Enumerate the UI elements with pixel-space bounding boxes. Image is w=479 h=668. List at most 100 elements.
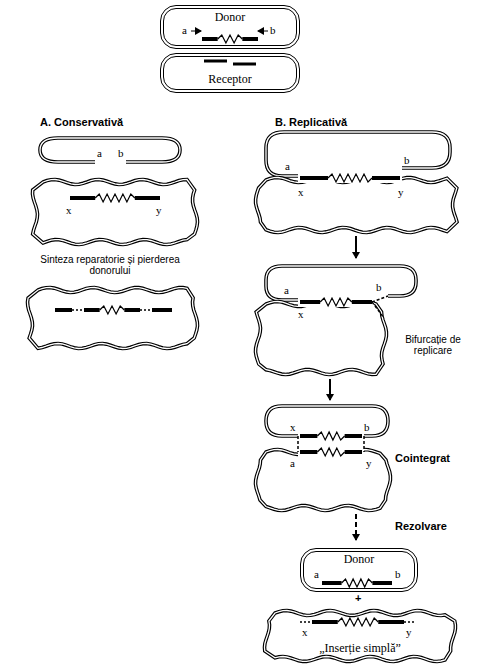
transposon-zigzag: [320, 298, 352, 306]
dna-strand: [300, 176, 328, 180]
dna-strand: [140, 309, 152, 311]
receptor-outline-inner: [265, 611, 456, 662]
donor-remnant-inner: [40, 138, 180, 162]
transposon-zigzag: [342, 579, 373, 587]
receptor-outline: [28, 288, 198, 349]
site-letter: a: [290, 457, 295, 469]
dna-strand: [372, 302, 384, 318]
donor-outline-inner: [266, 266, 416, 300]
plasmid-box: Donor: [160, 5, 300, 49]
transposon-ground: [320, 578, 394, 588]
dna-strand: [404, 621, 416, 623]
dna-strand: [202, 37, 218, 41]
dna-strand: [233, 63, 256, 66]
dna-strand: [204, 60, 227, 63]
dna-strand: [352, 300, 372, 304]
site-letter: b: [395, 568, 401, 580]
transposon-zigzag: [317, 432, 344, 440]
plasmid-box: Receptor: [160, 53, 300, 93]
site-letter: a: [182, 24, 187, 36]
dna-strand: [372, 296, 388, 302]
dna-strand: [312, 620, 338, 624]
receptor-outline-inner: [256, 302, 387, 375]
dna-strand: [300, 300, 320, 304]
dna-strand: [363, 436, 365, 452]
site-letter: b: [376, 281, 382, 293]
dna-strand: [70, 196, 95, 200]
plasmid-wavy: „Inserție simplă”: [262, 608, 458, 664]
receptor-outline: [256, 178, 457, 233]
donor-remnant: [40, 138, 180, 162]
dna-strand: [322, 581, 342, 585]
note-text: Sinteza reparatorie și pierderea donorul…: [40, 254, 180, 276]
dna-strand: [84, 308, 100, 312]
receptor-outline-inner: [256, 178, 457, 233]
transposon-ground: [298, 431, 364, 441]
transposon-ground: [298, 173, 402, 183]
site-letter: b: [118, 147, 124, 159]
plasmid-label: Donor: [342, 553, 377, 567]
dna-strand: [124, 308, 140, 312]
transposon-zigzag: [218, 35, 243, 43]
site-letter: x: [290, 421, 296, 433]
receptor-outline: [265, 611, 456, 662]
dna-strand: [297, 436, 299, 452]
direction-arrow: [258, 31, 268, 32]
transposon-zigzag: [95, 194, 135, 202]
transposon-ground: [68, 193, 162, 203]
receptor-outline-inner: [28, 288, 198, 349]
receptor-outline: [33, 180, 198, 245]
dna-strand: [372, 176, 400, 180]
receptor-outline: [256, 302, 387, 375]
plasmid-label: Receptor: [206, 73, 253, 87]
site-letter: y: [406, 626, 412, 638]
dna-strand: [300, 434, 317, 438]
transposon-ground: [298, 297, 374, 307]
note-text: Bifurcație de replicare: [392, 334, 474, 356]
transposon-ground: [82, 305, 142, 315]
step-label: Cointegrat: [395, 452, 450, 464]
step-label: A. Conservativă: [40, 116, 123, 128]
dna-strand: [345, 450, 362, 454]
site-letter: b: [364, 421, 370, 433]
site-letter: x: [66, 204, 72, 216]
dna-strand: [135, 196, 160, 200]
site-letter: y: [398, 186, 404, 198]
dna-strand: [242, 37, 258, 41]
donor-outline: [266, 266, 416, 300]
site-letter: y: [156, 204, 162, 216]
donor-outline: [266, 132, 450, 176]
site-letter: a: [284, 284, 289, 296]
step-label: +: [355, 592, 361, 604]
plasmid-label: „Inserție simplă”: [317, 642, 403, 656]
receptor-outline-inner: [33, 180, 198, 245]
transposon-ground: [310, 617, 406, 627]
wavy-outline: [262, 608, 458, 664]
receptor-outline-inner: [256, 450, 391, 511]
plasmid-label: Donor: [213, 11, 248, 25]
site-letter: a: [285, 160, 290, 172]
dna-strand: [55, 308, 72, 312]
site-letter: a: [97, 147, 102, 159]
step-label: B. Replicativă: [275, 116, 347, 128]
dna-strand: [300, 450, 317, 454]
site-letter: y: [366, 457, 372, 469]
transposon-zigzag: [328, 174, 372, 182]
site-letter: b: [404, 154, 410, 166]
dna-strand: [152, 308, 172, 312]
step-arrow: [329, 379, 331, 400]
step-label: Rezolvare: [395, 520, 447, 532]
transposon-ground: [200, 34, 260, 44]
transposon-zigzag: [317, 448, 344, 456]
step-arrow: [355, 236, 357, 258]
donor-outline-inner: [266, 132, 450, 176]
site-letter: a: [314, 568, 319, 580]
transposon-zigzag: [100, 306, 125, 314]
site-letter: x: [298, 308, 304, 320]
dna-strand: [372, 581, 392, 585]
step-arrow: [355, 514, 357, 540]
receptor-outline: [256, 450, 391, 511]
site-letter: x: [298, 186, 304, 198]
site-letter: b: [270, 24, 276, 36]
dna-strand: [345, 434, 362, 438]
